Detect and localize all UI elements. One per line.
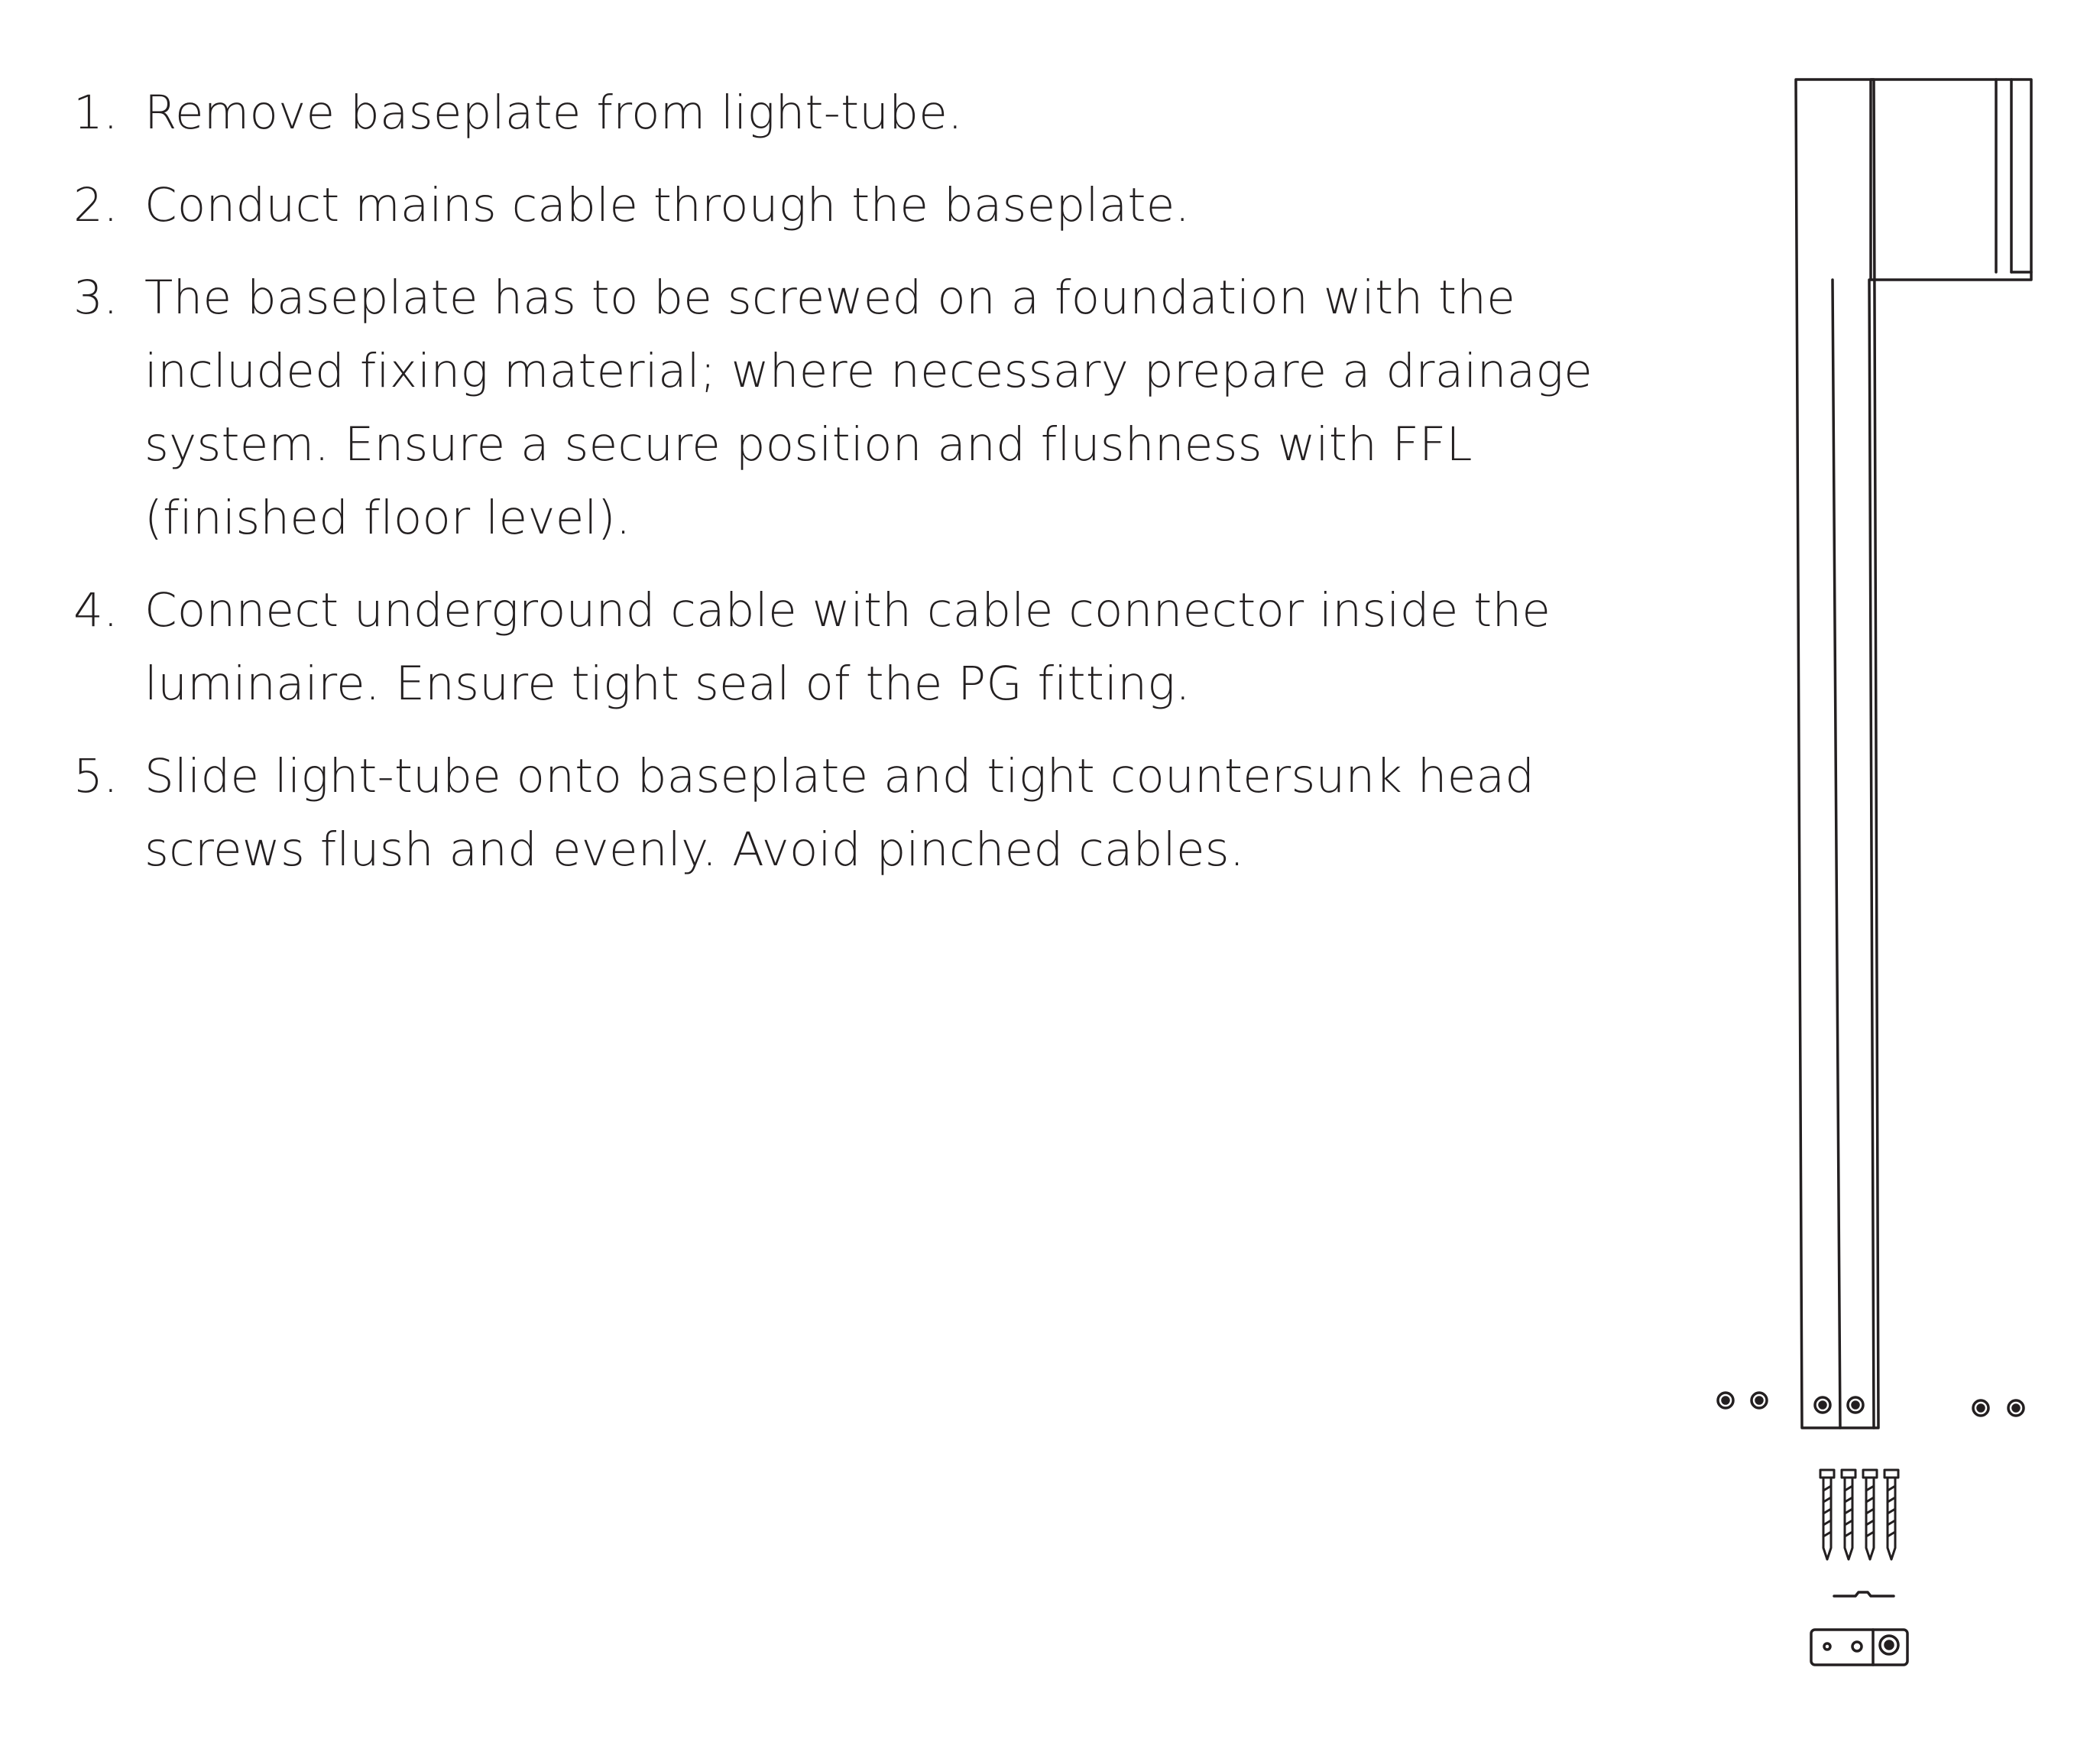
step-number: 4. (73, 583, 118, 638)
step-number: 1. (73, 86, 118, 140)
screw-pair-right-icon (1972, 1399, 2025, 1417)
step-3: 3. The baseplate has to be screwed on a … (73, 261, 1617, 555)
step-1: 1. Remove baseplate from light-tube. (73, 76, 1617, 150)
step-5: 5. Slide light-tube onto baseplate and t… (73, 740, 1617, 887)
anchor-screws-icon (1819, 1468, 1900, 1561)
bollard-assembly-illustration (1716, 78, 2033, 1666)
screw-pair-left-icon (1716, 1391, 1768, 1410)
step-number: 3. (73, 271, 118, 325)
step-text: The baseplate has to be screwed on a fou… (144, 271, 1593, 545)
step-number: 2. (73, 178, 118, 232)
baseplate-icon (1810, 1628, 1909, 1666)
step-4: 4. Connect underground cable with cable … (73, 574, 1617, 721)
step-text: Remove baseplate from light-tube. (144, 86, 963, 140)
step-text: Connect underground cable with cable con… (144, 583, 1551, 711)
step-number: 5. (73, 749, 118, 803)
cable-connector-icon (1833, 1591, 1895, 1598)
light-tube-icon (1794, 78, 2033, 1429)
countersunk-screws-icon (1813, 1396, 1865, 1414)
step-text: Slide light-tube onto baseplate and tigh… (144, 749, 1535, 877)
step-text: Conduct mains cable through the baseplat… (144, 178, 1191, 232)
installation-steps: 1. Remove baseplate from light-tube. 2. … (73, 76, 1617, 906)
step-2: 2. Conduct mains cable through the basep… (73, 169, 1617, 242)
